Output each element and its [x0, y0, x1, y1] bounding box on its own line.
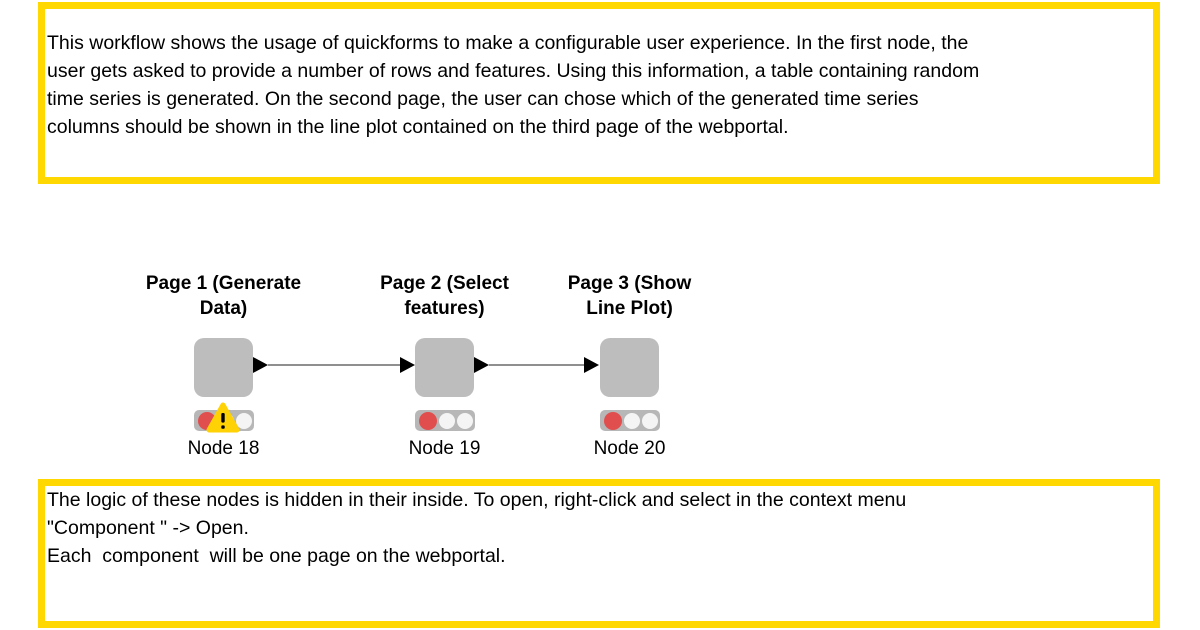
node-body-node20[interactable] — [600, 338, 659, 397]
traffic-light-idle — [236, 412, 252, 429]
warning-icon — [206, 402, 240, 433]
traffic-light-idle — [457, 412, 473, 429]
node-input-port[interactable] — [400, 357, 415, 373]
traffic-light-bar — [415, 410, 475, 431]
traffic-light-idle — [624, 412, 640, 429]
annotation-bottom-text: The logic of these nodes is hidden in th… — [47, 489, 907, 567]
node-body-node19[interactable] — [415, 338, 474, 397]
workflow-annotation-bottom[interactable]: The logic of these nodes is hidden in th… — [38, 479, 1160, 628]
node-output-port[interactable] — [474, 357, 489, 373]
connection-line[interactable] — [268, 364, 400, 366]
workflow-annotation-top[interactable]: This workflow shows the usage of quickfo… — [38, 2, 1160, 184]
node-name-label: Node 20 — [593, 438, 666, 459]
node-title-page2: Page 2 (Select features) — [380, 273, 509, 319]
traffic-light-bar — [600, 410, 660, 431]
node-name-label: Node 18 — [187, 438, 260, 459]
node-title-page3: Page 3 (Show Line Plot) — [567, 273, 692, 319]
node-output-port[interactable] — [253, 357, 268, 373]
node-name-label: Node 19 — [408, 438, 481, 459]
traffic-light-red — [419, 411, 437, 430]
node-title-page1: Page 1 (Generate Data) — [145, 273, 302, 319]
node-input-port[interactable] — [584, 357, 599, 373]
traffic-light-red — [604, 411, 622, 430]
connection-line[interactable] — [489, 364, 584, 366]
traffic-light-idle — [642, 412, 658, 429]
annotation-top-text: This workflow shows the usage of quickfo… — [47, 32, 980, 138]
node-body-node18[interactable] — [194, 338, 253, 397]
traffic-light-idle — [439, 412, 455, 429]
